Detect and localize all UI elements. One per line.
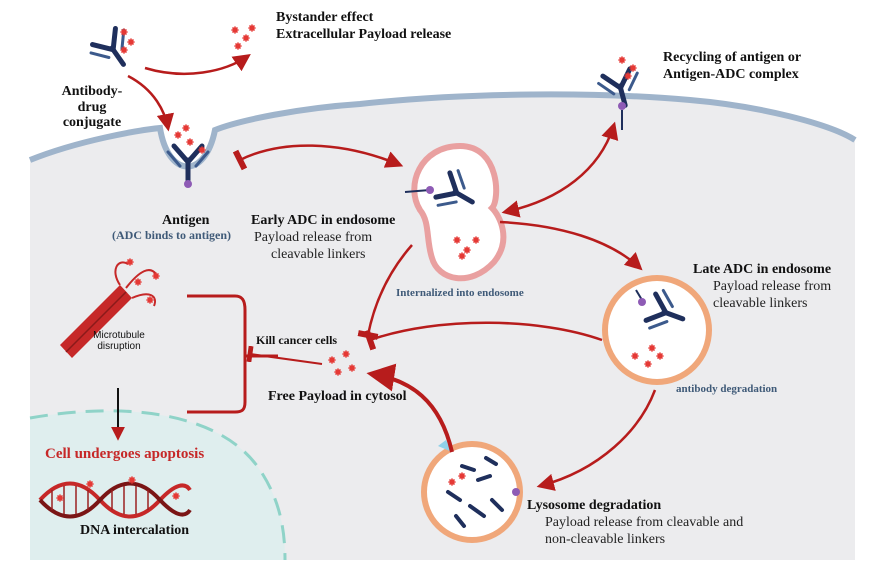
late-endosome-title: Late ADC in endosome	[693, 262, 832, 277]
linker-dot	[618, 102, 626, 110]
payload-star-icon	[231, 24, 256, 50]
lysosome-line1: Payload release from cleavable and	[545, 515, 744, 530]
early-endosome	[411, 142, 507, 282]
microtubule-label-line2: disruption	[97, 341, 141, 353]
microtubule-icon	[60, 258, 160, 358]
late-endosome-line2: cleavable linkers	[713, 296, 808, 311]
arrow-adc-to-antigen	[127, 74, 175, 132]
arrow-kill-to-payload	[246, 345, 323, 365]
adc-label-line3: conjugate	[62, 115, 122, 131]
recycling-line2: Antigen-ADC complex	[663, 67, 799, 82]
linker-dot	[184, 180, 192, 188]
late-endosome	[602, 275, 712, 385]
arrow-early-to-late	[499, 220, 643, 271]
apoptosis-label: Cell undergoes apoptosis	[45, 446, 205, 462]
dna-intercalation-label: DNA intercalation	[80, 523, 190, 538]
internalized-label: Internalized into endosome	[396, 287, 524, 299]
early-endosome-title: Early ADC in endosome	[251, 213, 396, 228]
microtubule-label-line1: Microtubule	[93, 330, 145, 341]
arrow-late-to-lysosome	[536, 389, 657, 491]
nucleus-envelope	[29, 409, 287, 561]
microtubule-label: Microtubule disruption	[84, 330, 154, 352]
arrow-internalization	[232, 144, 404, 171]
antigen-paren-close: )	[227, 228, 232, 242]
antigen-stalk	[404, 189, 431, 193]
early-endosome-line2: cleavable linkers	[271, 247, 366, 262]
linker-dot	[638, 298, 646, 306]
antibody-icon	[88, 25, 140, 76]
lysosome-line2: non-cleavable linkers	[545, 532, 666, 547]
kill-cancer-cells-label: Kill cancer cells	[256, 333, 338, 347]
arrow-bystander	[144, 54, 251, 75]
linker-dot	[426, 186, 434, 194]
adc-label-line2: drug	[77, 99, 107, 115]
bystander-title: Bystander effect	[276, 10, 374, 25]
late-endosome-line1: Payload release from	[713, 279, 832, 294]
nucleus	[30, 410, 285, 560]
arrow-late-to-kill	[363, 321, 603, 351]
arrow-early-to-kill	[357, 244, 413, 340]
adc-label: Antibody- drug conjugate	[52, 84, 132, 131]
antigen-label: Antigen	[162, 213, 210, 228]
early-endosome-line1: Payload release from	[254, 230, 373, 245]
bystander-subtitle: Extracellular Payload release	[276, 27, 452, 42]
arrow-lysosome-to-cytosol	[366, 363, 454, 453]
antibody-fragments	[446, 456, 504, 528]
antibody-degradation-label: antibody degradation	[676, 383, 778, 395]
recycling-line1: Recycling of antigen or	[663, 50, 802, 65]
dna-helix-icon	[38, 476, 192, 519]
antigen-paren-open: (	[112, 228, 116, 242]
antigen-binds-text: ADC binds to antigen	[116, 228, 228, 242]
lysosome-pore	[438, 440, 452, 452]
linker-dot	[512, 488, 520, 496]
adc-label-line1: Antibody-	[61, 84, 123, 99]
payload-star-icon	[618, 56, 637, 80]
lysosome-title: Lysosome degradation	[527, 498, 662, 513]
antigen-sublabel: (ADC binds to antigen)	[112, 228, 232, 242]
lysosome	[421, 441, 523, 543]
arrow-recycling	[501, 121, 619, 218]
free-payload-label: Free Payload in cytosol	[268, 389, 407, 404]
